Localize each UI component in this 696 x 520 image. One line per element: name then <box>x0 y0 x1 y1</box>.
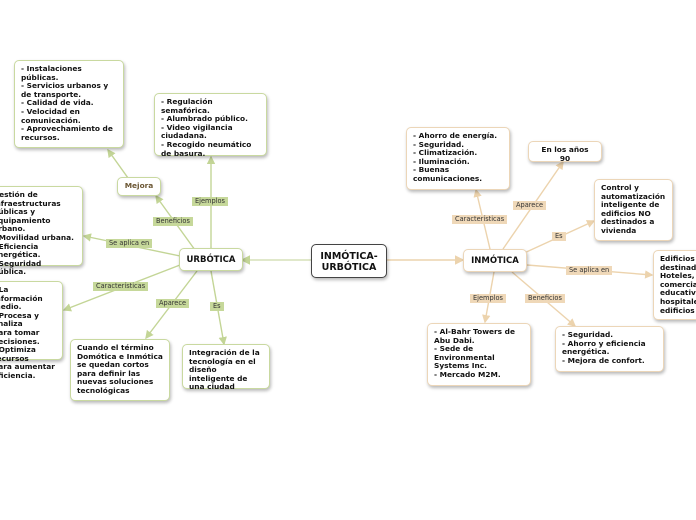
urbotica-caracteristicas-list[interactable]: - La información medio. - Procesa y anal… <box>0 281 63 380</box>
label-ejemplos-urbotica: Ejemplos <box>192 197 228 206</box>
mejora-node[interactable]: Mejora <box>117 177 161 196</box>
label-es-urbotica: Es <box>210 302 224 311</box>
urbotica-es-text[interactable]: Integración de la tecnología en el diseñ… <box>182 344 270 391</box>
edge-mejora-list <box>107 148 129 179</box>
label-se-aplica-urbotica: Se aplica en <box>106 239 153 248</box>
inmotica-ejemplos-list[interactable]: - Al-Bahr Towers de Abu Dabi. - Sede de … <box>427 323 531 386</box>
label-beneficios-urbotica: Beneficios <box>153 217 193 226</box>
urbotica-aparece-text[interactable]: Cuando el término Domótica e Inmótica se… <box>70 339 170 401</box>
central-topic-node[interactable]: INMÓTICA- URBÓTICA <box>311 244 387 278</box>
label-beneficios-inmotica: Beneficios <box>525 294 565 303</box>
label-caracteristicas-inmotica: Características <box>452 215 508 224</box>
label-es-inmotica: Es <box>552 232 566 241</box>
urbotica-node[interactable]: URBÓTICA <box>179 248 243 271</box>
inmotica-aparece-text[interactable]: En los años 90 <box>528 141 602 162</box>
label-aparece-inmotica: Aparece <box>513 201 547 210</box>
urbotica-aplica-list[interactable]: Gestión de infraestructuras públicas y e… <box>0 186 83 276</box>
inmotica-node[interactable]: INMÓTICA <box>463 249 527 272</box>
urbotica-mejora-list[interactable]: - Instalaciones públicas. - Servicios ur… <box>14 60 124 148</box>
inmotica-es-text[interactable]: Control y automatización inteligente de … <box>594 179 673 241</box>
inmotica-caracteristicas-list[interactable]: - Ahorro de energía. - Seguridad. - Clim… <box>406 127 510 190</box>
urbotica-ejemplos-list[interactable]: - Regulación semafórica. - Alumbrado púb… <box>154 93 267 157</box>
label-aparece-urbotica: Aparece <box>156 299 190 308</box>
label-caracteristicas-urbotica: Características <box>93 282 149 291</box>
inmotica-aplica-text[interactable]: Edificios destinados Hoteles, comercial … <box>653 250 696 320</box>
label-se-aplica-inmotica: Se aplica en <box>566 266 613 275</box>
label-ejemplos-inmotica: Ejemplos <box>470 294 506 303</box>
inmotica-beneficios-list[interactable]: - Seguridad. - Ahorro y eficiencia energ… <box>555 326 664 372</box>
